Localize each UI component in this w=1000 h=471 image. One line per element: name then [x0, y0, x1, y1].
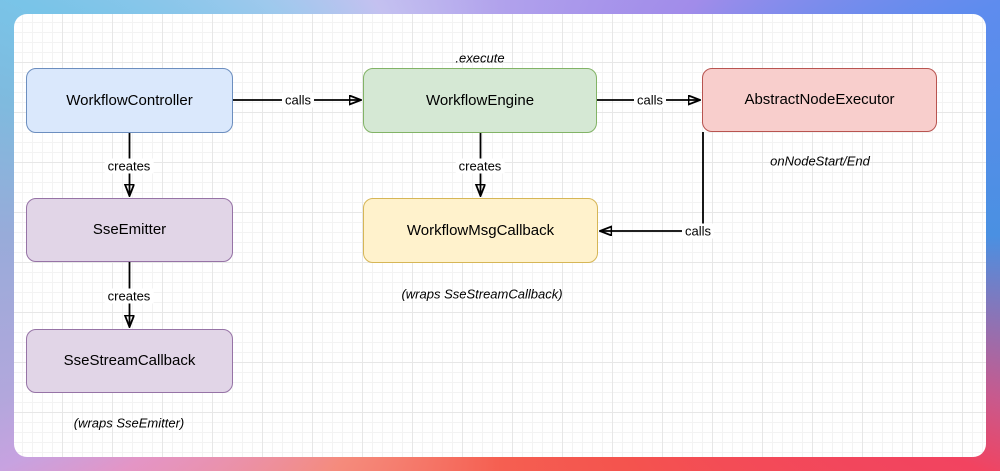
node-workflow-msg-callback[interactable]: WorkflowMsgCallback — [363, 198, 598, 263]
node-label: AbstractNodeExecutor — [744, 91, 895, 108]
node-abstract-node-executor[interactable]: AbstractNodeExecutor — [702, 68, 937, 132]
node-label: WorkflowController — [66, 91, 193, 109]
node-sse-stream-callback[interactable]: SseStreamCallback — [26, 329, 233, 393]
node-label: SseEmitter — [92, 221, 167, 238]
node-workflow-engine[interactable]: WorkflowEngine — [363, 68, 597, 133]
node-label: WorkflowEngine — [425, 91, 535, 109]
node-label: WorkflowMsgCallback — [406, 221, 555, 239]
node-sse-emitter[interactable]: SseEmitter — [26, 198, 233, 262]
node-workflow-controller[interactable]: WorkflowController — [26, 68, 233, 133]
node-label: SseStreamCallback — [63, 352, 196, 369]
